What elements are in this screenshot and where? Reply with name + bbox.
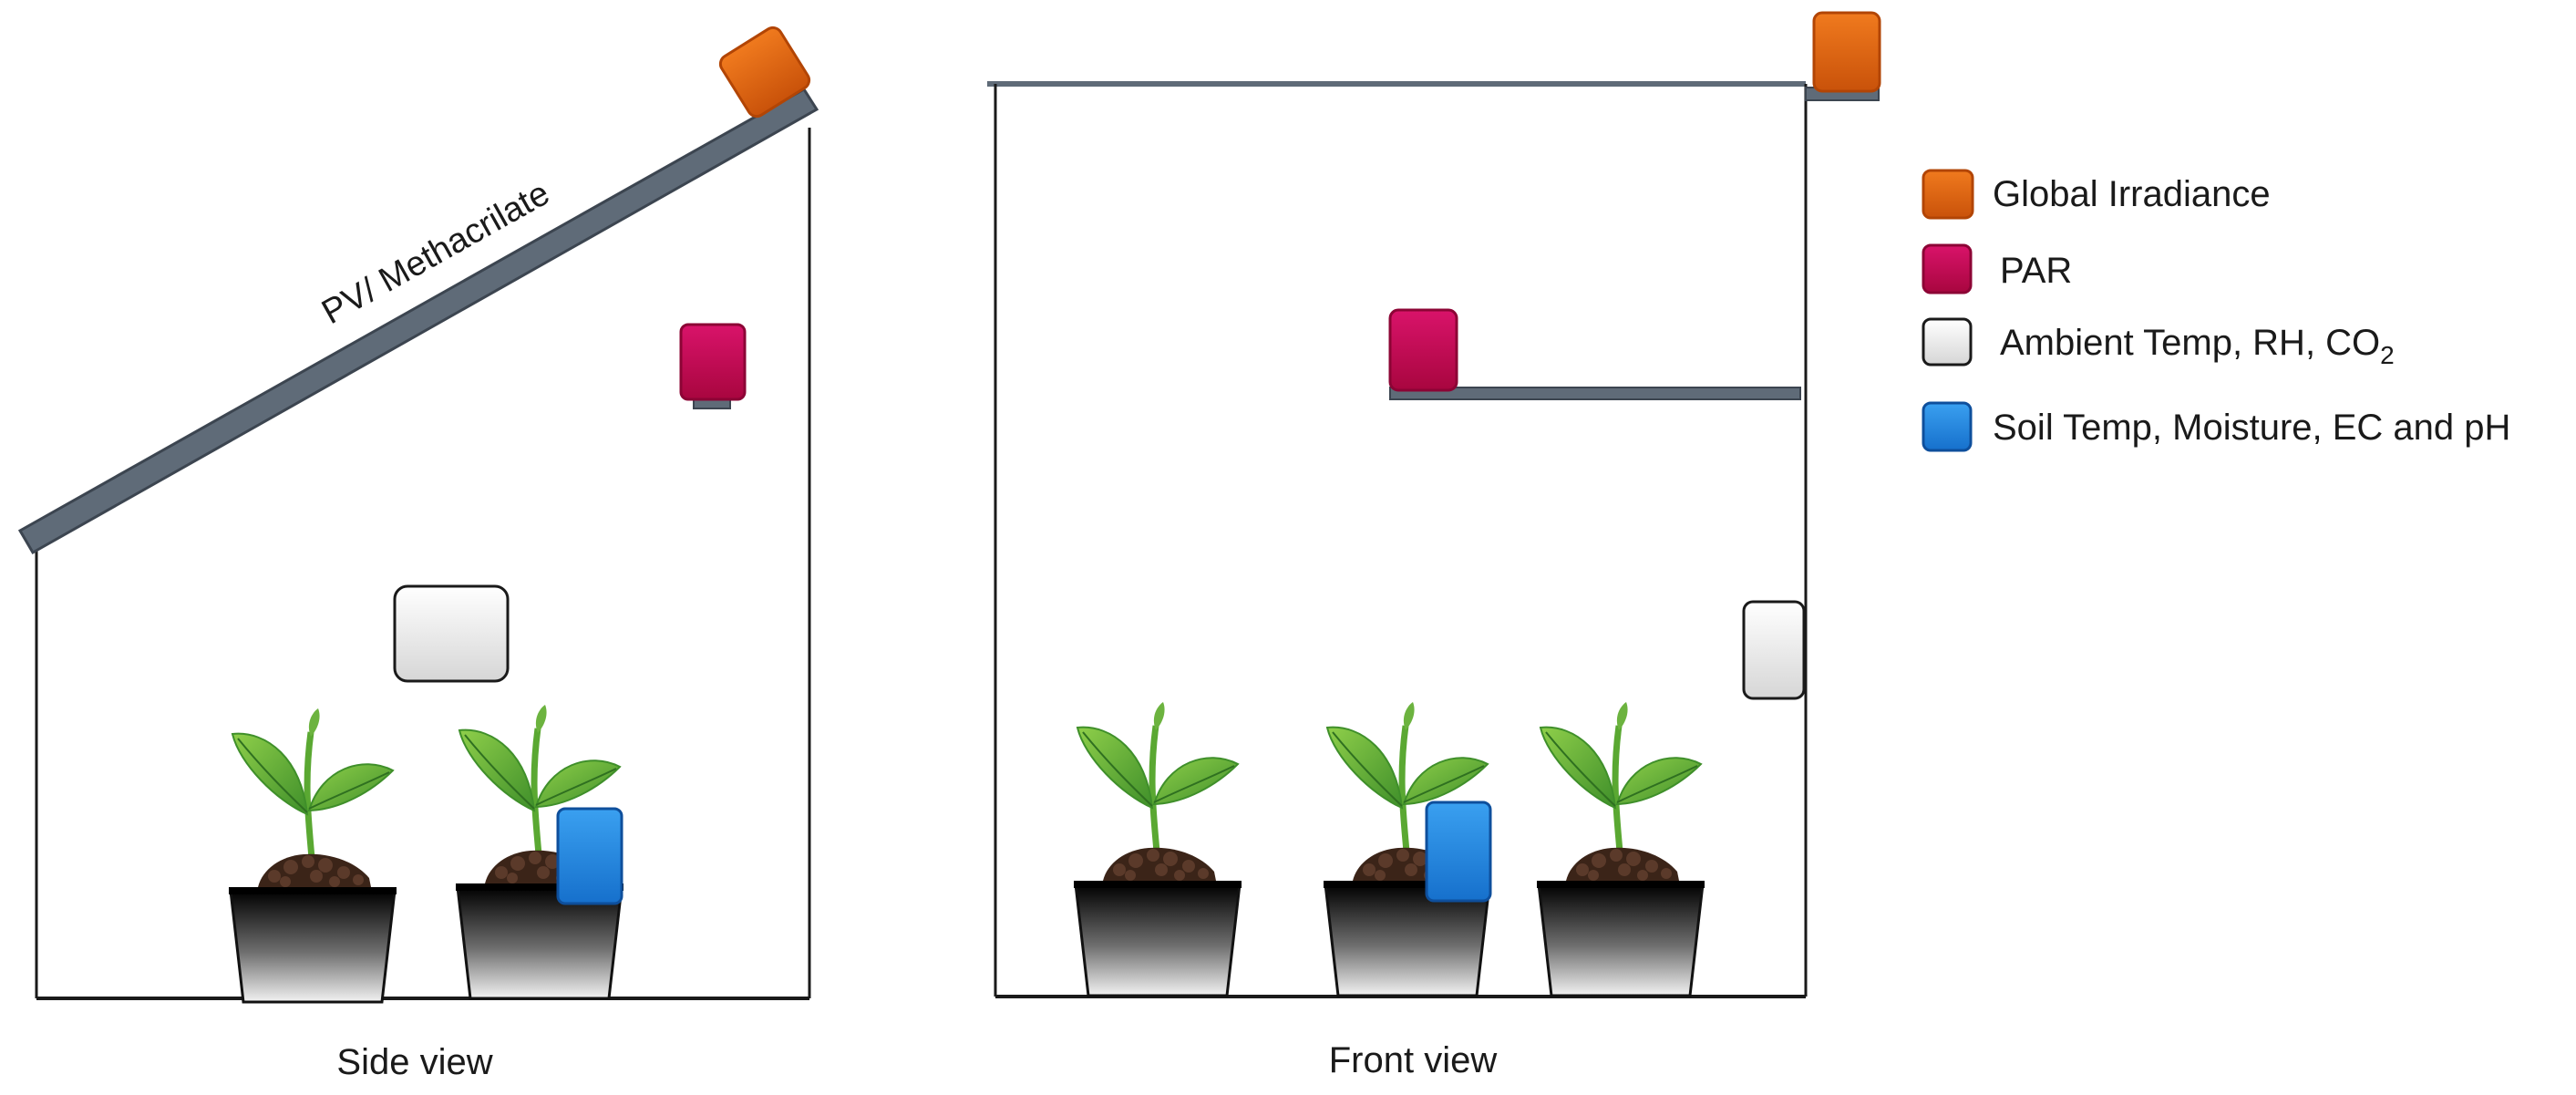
legend-global-irradiance-label: Global Irradiance	[1993, 174, 2271, 214]
side-view-caption: Side view	[336, 1042, 492, 1082]
front-par-shelf	[1389, 387, 1801, 400]
front-par-sensor-icon	[1388, 308, 1458, 392]
legend: Global Irradiance PAR Ambient Temp, RH, …	[1922, 169, 2510, 452]
legend-item-par: PAR	[1922, 243, 2072, 294]
front-ambient-sensor-icon	[1742, 600, 1806, 700]
legend-ambient-icon	[1922, 317, 1973, 367]
legend-soil-icon	[1922, 401, 1973, 452]
front-plant-3	[1537, 702, 1705, 996]
front-soil-sensor-icon	[1425, 801, 1492, 903]
side-global-irradiance-sensor-icon	[718, 26, 811, 119]
front-view-caption: Front view	[1329, 1040, 1498, 1080]
legend-global-irradiance-icon	[1922, 169, 1974, 220]
side-view: PV/ Methacrilate Side view	[17, 26, 819, 1082]
legend-ambient-label-subscript: 2	[2380, 341, 2395, 369]
front-global-irradiance-sensor-icon	[1805, 11, 1881, 101]
legend-par-icon	[1922, 243, 1973, 294]
front-view: Front view	[987, 11, 1881, 1080]
front-plant-1	[1074, 702, 1242, 996]
legend-item-global-irradiance: Global Irradiance	[1922, 169, 2271, 220]
legend-par-label: PAR	[2000, 251, 2072, 291]
side-par-sensor-icon	[679, 323, 747, 409]
pv-roof-panel	[17, 87, 819, 555]
legend-item-ambient: Ambient Temp, RH, CO2	[1922, 317, 2395, 369]
legend-ambient-label: Ambient Temp, RH, CO2	[2000, 323, 2395, 369]
legend-ambient-label-main: Ambient Temp, RH, CO	[2000, 323, 2380, 363]
side-ambient-sensor-icon	[393, 584, 510, 683]
side-soil-sensor-icon	[556, 807, 623, 905]
legend-soil-label: Soil Temp, Moisture, EC and pH	[1993, 408, 2510, 448]
legend-item-soil: Soil Temp, Moisture, EC and pH	[1922, 401, 2510, 452]
side-plant-1	[229, 708, 397, 1002]
